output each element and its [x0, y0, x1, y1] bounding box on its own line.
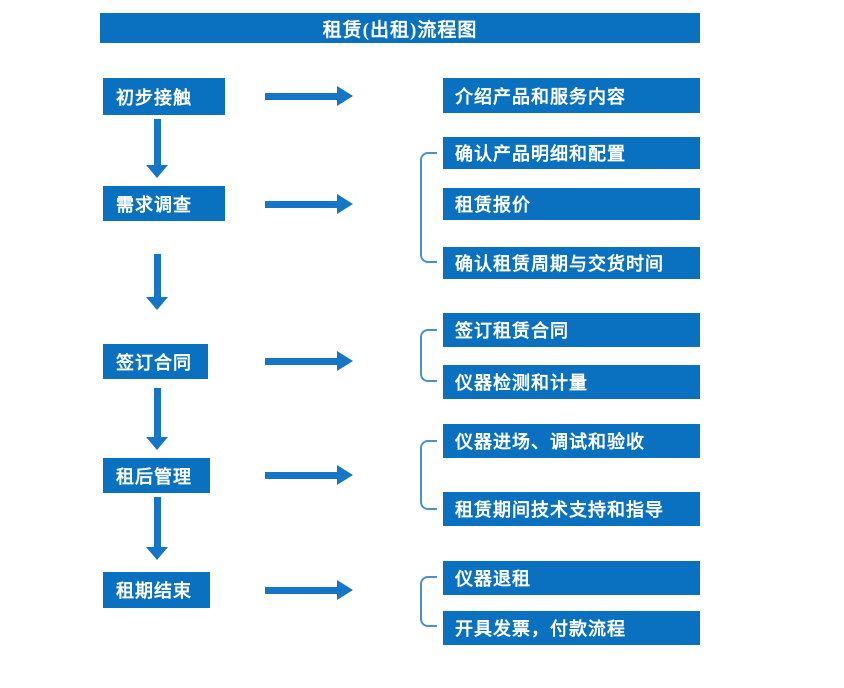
arrow-shaft	[265, 357, 337, 365]
arrow-shaft	[153, 254, 161, 298]
flowchart-title: 租赁(出租)流程图	[100, 13, 700, 43]
stage-box-needs-survey: 需求调查	[103, 186, 225, 221]
stage-box-rental-end: 租期结束	[103, 572, 210, 608]
down-arrow-icon	[146, 254, 168, 310]
group-bracket	[420, 440, 437, 510]
down-arrow-icon	[146, 388, 168, 450]
right-arrow-icon	[265, 194, 353, 214]
output-box: 确认产品明细和配置	[443, 137, 700, 169]
output-box: 租赁期间技术支持和指导	[443, 492, 700, 526]
arrow-shaft	[153, 388, 161, 438]
stage-box-sign-contract: 签订合同	[103, 344, 208, 379]
arrow-shaft	[265, 200, 337, 208]
arrow-shaft	[265, 586, 337, 594]
stage-box-post-rental-management: 租后管理	[103, 458, 210, 493]
arrow-head	[337, 580, 353, 600]
output-box: 仪器进场、调试和验收	[443, 424, 700, 458]
group-bracket	[420, 576, 437, 627]
group-bracket	[420, 329, 437, 382]
down-arrow-icon	[146, 497, 168, 560]
arrow-shaft	[153, 119, 161, 166]
stage-box-initial-contact: 初步接触	[103, 78, 225, 115]
arrow-head	[337, 465, 353, 485]
arrow-shaft	[265, 92, 337, 100]
right-arrow-icon	[265, 351, 353, 371]
output-box: 仪器退租	[443, 561, 700, 595]
arrow-head	[146, 547, 168, 560]
right-arrow-icon	[265, 465, 353, 485]
arrow-head	[337, 194, 353, 214]
arrow-shaft	[153, 497, 161, 548]
arrow-head	[337, 351, 353, 371]
down-arrow-icon	[146, 119, 168, 178]
output-box: 仪器检测和计量	[443, 365, 700, 399]
output-box: 开具发票，付款流程	[443, 611, 700, 645]
group-bracket	[420, 152, 437, 263]
output-box: 租赁报价	[443, 188, 700, 220]
arrow-head	[146, 437, 168, 450]
arrow-head	[146, 297, 168, 310]
right-arrow-icon	[265, 86, 353, 106]
output-box: 签订租赁合同	[443, 313, 700, 347]
arrow-shaft	[265, 471, 337, 479]
arrow-head	[337, 86, 353, 106]
output-box: 介绍产品和服务内容	[443, 78, 700, 113]
right-arrow-icon	[265, 580, 353, 600]
arrow-head	[146, 165, 168, 178]
output-box: 确认租赁周期与交货时间	[443, 247, 700, 279]
